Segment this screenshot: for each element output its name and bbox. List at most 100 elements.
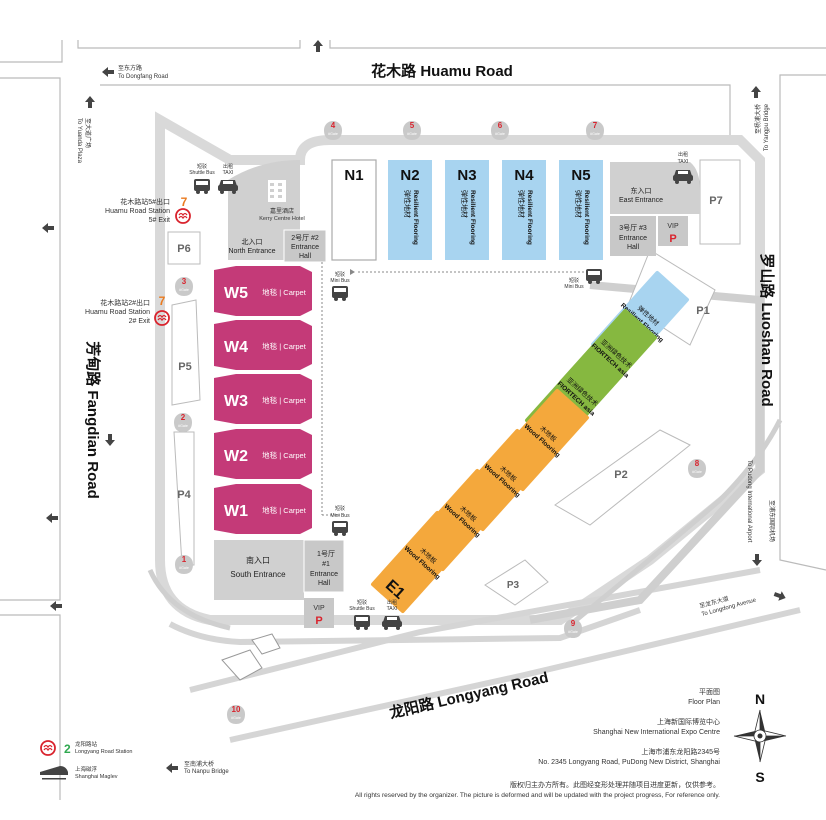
arrow-west-icon bbox=[46, 513, 58, 523]
parking-lot[interactable] bbox=[484, 559, 549, 606]
svg-text:P4: P4 bbox=[177, 489, 191, 501]
parking-lot[interactable] bbox=[699, 159, 741, 245]
svg-text:10: 10 bbox=[232, 705, 241, 714]
svg-text:龙阳路站: 龙阳路站 bbox=[75, 740, 98, 748]
svg-text:2# Exit: 2# Exit bbox=[129, 318, 150, 325]
road-label-huamu: 花木路 Huamu Road bbox=[371, 62, 513, 80]
svg-text:弹性地材: 弹性地材 bbox=[574, 190, 583, 218]
hotel-name-en: Kerry Centre Hotel bbox=[259, 216, 305, 222]
svg-text:VIP: VIP bbox=[667, 223, 679, 230]
svg-text:W1: W1 bbox=[224, 503, 248, 520]
svg-text:To Yuanda Plaza: To Yuanda Plaza bbox=[76, 118, 82, 164]
svg-text:上海磁浮: 上海磁浮 bbox=[75, 765, 98, 773]
entrance-hall-2[interactable] bbox=[283, 229, 327, 263]
vip-parking-east[interactable] bbox=[658, 216, 688, 246]
svg-text:地毯 | Carpet: 地毯 | Carpet bbox=[262, 505, 307, 515]
metro-huamu-5: 花木路站5#出口 Huamu Road Station 5# Exit 7 bbox=[105, 195, 191, 224]
svg-text:8: 8 bbox=[695, 459, 700, 468]
svg-text:P2: P2 bbox=[614, 469, 627, 481]
svg-text:Hall: Hall bbox=[318, 580, 331, 587]
gate-5-marker[interactable]: 5#Gate bbox=[403, 121, 421, 140]
svg-text:#Gate: #Gate bbox=[590, 132, 600, 136]
parking-lot[interactable] bbox=[173, 431, 195, 566]
gate-6-marker[interactable]: 6#Gate bbox=[491, 121, 509, 140]
parking-lot[interactable] bbox=[554, 429, 691, 526]
svg-text:2: 2 bbox=[181, 413, 186, 422]
arrow-west-icon bbox=[50, 601, 62, 611]
svg-text:#1: #1 bbox=[322, 561, 330, 568]
entrance-hall-1[interactable] bbox=[303, 539, 345, 593]
parking-lot[interactable] bbox=[167, 231, 201, 265]
gate-3-marker[interactable]: 3#Gate bbox=[175, 277, 193, 296]
svg-text:W2: W2 bbox=[224, 448, 248, 465]
gate-9-marker[interactable]: 9#Gate bbox=[564, 619, 582, 638]
svg-text:P1: P1 bbox=[696, 305, 709, 317]
arrow-west-icon bbox=[42, 223, 54, 233]
metro-line-2-badge: 2 bbox=[64, 742, 71, 756]
svg-text:#Gate: #Gate bbox=[328, 132, 338, 136]
svg-text:4: 4 bbox=[331, 121, 336, 130]
rights-cn: 版权归主办方所有。此图经变形处理并随项目进度更新，仅供参考。 bbox=[510, 780, 720, 789]
transport-east: 出租 TAXI bbox=[673, 151, 693, 184]
svg-text:至杨浦大桥: 至杨浦大桥 bbox=[754, 104, 762, 134]
svg-text:#Gate: #Gate bbox=[692, 470, 702, 474]
svg-text:Shuttle Bus: Shuttle Bus bbox=[189, 170, 215, 176]
svg-text:Resilient Flooring: Resilient Flooring bbox=[469, 190, 476, 245]
minibus-east: 短驳 Mini Bus bbox=[564, 269, 602, 290]
transport-south: 短驳 Shuttle Bus 出租 TAXI bbox=[349, 599, 402, 630]
compass-south-label: S bbox=[755, 769, 764, 785]
svg-text:N5: N5 bbox=[571, 167, 590, 184]
svg-text:弹性地材: 弹性地材 bbox=[460, 190, 469, 218]
parking-lot[interactable] bbox=[171, 299, 201, 406]
svg-text:Hall: Hall bbox=[299, 253, 312, 260]
hall-w1[interactable]: W1 地毯 | Carpet bbox=[214, 484, 312, 534]
address-en: No. 2345 Longyang Road, PuDong New Distr… bbox=[538, 759, 720, 766]
svg-text:至南浦大桥: 至南浦大桥 bbox=[184, 760, 214, 768]
direction-yangpu: 至杨浦大桥 To Yangpu Bridge bbox=[751, 86, 770, 151]
gate-7-marker[interactable]: 7#Gate bbox=[586, 121, 604, 140]
svg-text:#Gate: #Gate bbox=[179, 288, 189, 292]
south-entrance[interactable] bbox=[214, 540, 304, 600]
direction-yuanda: 至大道广场 To Yuanda Plaza bbox=[76, 96, 95, 164]
gate-4-marker[interactable]: 4 #Gate bbox=[324, 121, 342, 140]
gate-10-marker[interactable]: 10#Gate bbox=[227, 705, 245, 724]
svg-text:To Yangpu Bridge: To Yangpu Bridge bbox=[764, 103, 770, 151]
metro-line-7-badge: 7 bbox=[159, 294, 166, 308]
svg-text:P5: P5 bbox=[178, 361, 191, 373]
svg-text:TAXI: TAXI bbox=[678, 159, 689, 165]
svg-text:P6: P6 bbox=[177, 243, 190, 255]
svg-text:TAXI: TAXI bbox=[223, 170, 234, 176]
vip-parking-south[interactable] bbox=[304, 598, 334, 628]
svg-text:#Gate: #Gate bbox=[495, 132, 505, 136]
svg-text:Mini Bus: Mini Bus bbox=[564, 284, 584, 290]
east-entrance[interactable] bbox=[610, 162, 700, 214]
hall-n1[interactable] bbox=[331, 159, 377, 261]
svg-text:To Pudong International Airpor: To Pudong International Airport bbox=[746, 460, 752, 543]
svg-text:至东方路: 至东方路 bbox=[118, 64, 142, 72]
svg-text:东入口: 东入口 bbox=[631, 186, 652, 195]
gate-1-marker[interactable]: 1#Gate bbox=[175, 555, 193, 574]
svg-text:南入口: 南入口 bbox=[246, 555, 270, 565]
gate-8-marker[interactable]: 8 #Gate bbox=[688, 459, 706, 478]
svg-text:#Gate: #Gate bbox=[407, 132, 417, 136]
metro-logo-icon bbox=[40, 740, 56, 756]
svg-text:#Gate: #Gate bbox=[568, 630, 578, 634]
road-layer bbox=[0, 40, 826, 814]
svg-text:East Entrance: East Entrance bbox=[619, 197, 663, 204]
entrance-hall-3[interactable] bbox=[610, 216, 656, 256]
svg-text:地毯 | Carpet: 地毯 | Carpet bbox=[262, 341, 307, 351]
gate-2-marker[interactable]: 2#Gate bbox=[174, 413, 192, 432]
svg-text:短驳: 短驳 bbox=[357, 599, 367, 606]
address-cn: 上海市浦东龙阳路2345号 bbox=[641, 747, 720, 756]
legend-stations: 2 龙阳路站 Longyang Road Station 上海磁浮 Shangh… bbox=[40, 740, 133, 780]
svg-text:2号厅 #2: 2号厅 #2 bbox=[291, 234, 319, 242]
